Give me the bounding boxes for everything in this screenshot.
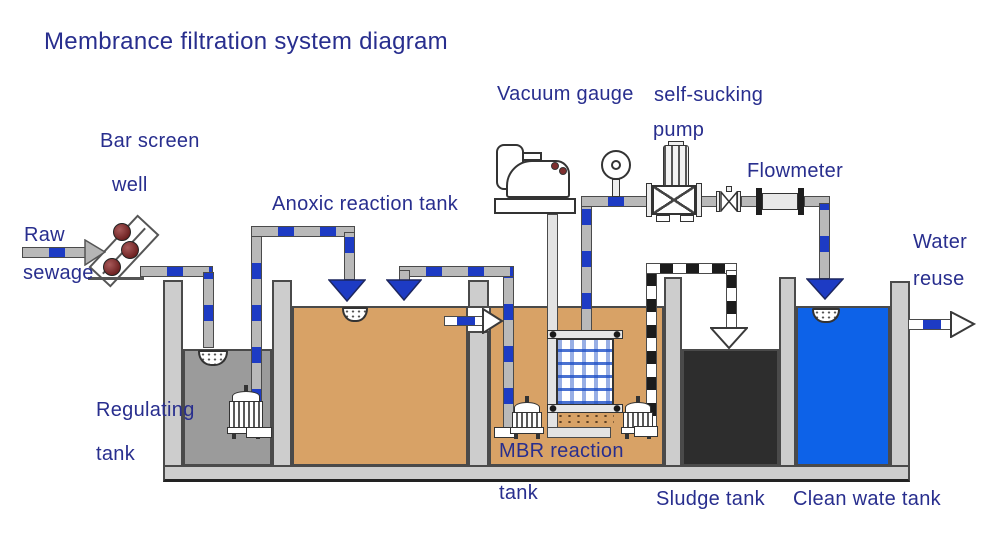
label-water-reuse-line2: reuse: [913, 268, 965, 290]
label-regulating-line2: tank: [96, 443, 136, 465]
flowmeter-icon: [762, 193, 798, 210]
label-vacuum-gauge: Vacuum gauge: [497, 83, 634, 105]
valve-stem: [726, 186, 732, 192]
wall-sludge-clean: [779, 277, 796, 467]
pump-motor-cap: [668, 141, 684, 146]
flow-arrow-down-icon: [806, 278, 844, 300]
aerator-pump-icon: [510, 396, 544, 439]
clean-water-tank-water: [796, 306, 890, 466]
gauge-stem: [612, 179, 620, 197]
recirculation-pipe: [399, 266, 514, 277]
page-title: Membrance filtration system diagram: [44, 28, 448, 55]
label-self-sucking-line1: self-sucking: [654, 84, 764, 106]
flowmeter-flange: [798, 188, 804, 215]
aeration-bubbles: [556, 413, 614, 427]
anoxic-tank-water: [292, 306, 468, 466]
raw-sewage-pipe: [22, 247, 86, 258]
blower-port-icon: [551, 162, 559, 170]
anoxic-feed-downpipe: [344, 232, 355, 280]
barscreen-outlet-pipe: [140, 266, 213, 277]
sludge-arrow-icon: [710, 327, 748, 349]
label-bar-screen-line1: Bar screen: [100, 130, 200, 152]
strainer-icon: [812, 308, 840, 323]
basin-left-wall: [163, 280, 183, 467]
bar-screen-gear-icon: [103, 258, 121, 276]
blower-port-icon: [559, 167, 567, 175]
membrane-bottom-cap: [547, 404, 623, 413]
wall-regulating-anoxic: [272, 280, 292, 467]
label-clean-water-tank: Clean wate tank: [793, 488, 941, 510]
water-reuse-pipe: [908, 319, 954, 330]
pump-flange: [696, 183, 702, 217]
wall-anoxic-mbr-lower: [468, 331, 489, 467]
sludge-tank-contents: [682, 349, 779, 466]
bar-screen-gear-icon: [113, 223, 131, 241]
label-anoxic-tank: Anoxic reaction tank: [272, 193, 459, 215]
blower-platform: [494, 198, 576, 214]
self-sucking-pump-icon: [652, 185, 696, 215]
transfer-pipe: [444, 316, 484, 326]
label-water-reuse-line1: Water: [913, 231, 968, 253]
barscreen-downpipe: [203, 272, 214, 348]
sludge-transfer-pipe: [646, 263, 737, 274]
valve-icon: [720, 191, 738, 212]
suction-pipe: [581, 196, 653, 207]
sludge-pipe-foot: [634, 426, 658, 437]
regulating-to-anoxic-pipe: [251, 226, 355, 237]
valve-flange: [716, 191, 720, 212]
membrane-module-icon: [556, 338, 614, 406]
raw-sewage-arrow-icon: [84, 239, 106, 266]
air-diffuser-pipe: [547, 427, 611, 438]
valve-flange: [737, 191, 741, 212]
bar-screen-gear-icon: [121, 241, 139, 259]
membrane-top-cap: [547, 330, 623, 339]
label-flowmeter: Flowmeter: [747, 160, 844, 182]
flowmeter-flange: [756, 188, 762, 215]
label-self-sucking-line2: pump: [653, 119, 705, 141]
transfer-arrow-icon: [482, 308, 504, 334]
vacuum-gauge-needle: [611, 160, 621, 170]
pump-foot: [656, 215, 670, 222]
wall-anoxic-mbr-upper: [468, 280, 489, 308]
sludge-downpipe: [726, 270, 737, 328]
label-raw-sewage-line2: sewage: [23, 262, 94, 284]
basin-right-wall: [890, 281, 910, 467]
blower-cap: [522, 152, 542, 161]
basin-floor: [163, 465, 910, 482]
label-mbr-line2: tank: [499, 482, 539, 504]
label-sludge-tank: Sludge tank: [656, 488, 765, 510]
clean-tank-inlet-pipe: [819, 203, 830, 279]
pump-foot: [680, 215, 694, 222]
pump-flange: [646, 183, 652, 217]
permeate-riser-pipe: [581, 203, 592, 336]
pump-motor-icon: [663, 145, 689, 187]
label-regulating-line1: Regulating: [96, 399, 195, 421]
strainer-icon: [342, 307, 368, 322]
pump-outlet-elbow: [246, 427, 272, 438]
blower-icon: [506, 160, 570, 198]
flow-arrow-down-icon: [328, 279, 366, 302]
strainer-icon: [198, 350, 228, 366]
wall-mbr-sludge: [664, 277, 682, 467]
label-raw-sewage-line1: Raw: [24, 224, 65, 246]
pipe-segment: [804, 196, 830, 207]
flow-arrow-down-icon: [386, 279, 422, 301]
water-reuse-arrow-icon: [950, 311, 976, 338]
bar-screen-base: [88, 277, 144, 280]
label-mbr-line1: MBR reaction: [499, 440, 624, 462]
label-bar-screen-line2: well: [112, 174, 148, 196]
